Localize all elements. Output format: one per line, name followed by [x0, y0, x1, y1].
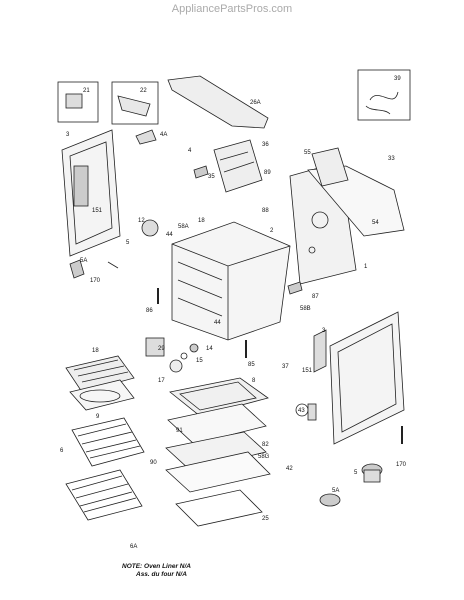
callout-29: 29: [158, 346, 165, 352]
part-18-broil-pan[interactable]: 18 9: [65, 348, 135, 420]
callout-85: 85: [248, 362, 255, 368]
part-6-oven-rack[interactable]: 6: [60, 417, 145, 467]
callout-33: 33: [388, 156, 395, 162]
part-29[interactable]: 29: [145, 337, 165, 357]
note-line-2: Ass. du four N/A: [136, 571, 187, 578]
callout-22: 22: [140, 88, 147, 94]
part-3-left-panel[interactable]: 3 151: [61, 129, 121, 257]
callout-151b: 151: [302, 368, 313, 374]
callout-87: 87: [312, 294, 319, 300]
part-5-leveler-legs[interactable]: 5 5A 170: [319, 426, 407, 507]
callout-6: 6: [60, 448, 64, 454]
part-42[interactable]: 42: [165, 451, 293, 493]
part-4A[interactable]: 4A: [135, 129, 167, 145]
callout-58A: 58A: [178, 224, 189, 230]
callout-2: 2: [270, 228, 274, 234]
callout-14: 14: [206, 346, 213, 352]
callout-170b: 170: [396, 462, 407, 468]
callout-39: 39: [394, 76, 401, 82]
part-oven-cavity[interactable]: 18 2 58A 44 44: [166, 218, 291, 341]
callout-5b: 5: [354, 470, 358, 476]
inset-part-22[interactable]: 22: [111, 81, 159, 125]
part-8-door-frame[interactable]: 8: [169, 377, 269, 417]
callout-55: 55: [304, 150, 311, 156]
part-rear-panel[interactable]: 55 33 54 1 89 88: [262, 147, 405, 285]
inset-part-39[interactable]: 39: [357, 69, 411, 121]
callout-9: 9: [96, 414, 100, 420]
callout-4: 4: [188, 148, 192, 154]
callout-26A: 26A: [250, 100, 261, 106]
callout-21: 21: [83, 88, 90, 94]
callout-15: 15: [196, 358, 203, 364]
part-26A[interactable]: 26A: [167, 75, 269, 129]
callout-4A: 4A: [160, 132, 167, 138]
callout-6A: 6A: [130, 544, 137, 550]
part-14[interactable]: 14: [189, 343, 213, 353]
part-5A-leveler[interactable]: 5A 170: [69, 258, 119, 284]
part-43[interactable]: 43: [295, 403, 317, 421]
callout-82: 82: [262, 442, 269, 448]
part-15[interactable]: 15: [180, 352, 203, 364]
callout-88: 88: [262, 208, 269, 214]
callout-5A: 5A: [80, 258, 87, 264]
inset-part-21[interactable]: 21: [57, 81, 99, 123]
callout-25: 25: [262, 516, 269, 522]
callout-89: 89: [264, 170, 271, 176]
note-line-1: NOTE: Oven Liner N/A: [122, 563, 191, 570]
part-85[interactable]: 85: [245, 340, 255, 368]
part-6A-oven-rack[interactable]: 6A: [65, 469, 143, 550]
callout-8: 8: [252, 378, 256, 384]
part-3-right-door[interactable]: 3 151 37: [282, 311, 405, 445]
callout-5Ab: 5A: [332, 488, 339, 494]
part-87[interactable]: 87 58B: [287, 281, 319, 312]
callout-37: 37: [282, 364, 289, 370]
part-58G[interactable]: 58G 90: [150, 431, 270, 471]
callout-44b: 44: [214, 320, 221, 326]
callout-36: 36: [262, 142, 269, 148]
callout-54: 54: [372, 220, 379, 226]
callout-3a: 3: [66, 132, 70, 138]
callout-58B: 58B: [300, 306, 311, 312]
callout-18b: 18: [92, 348, 99, 354]
callout-5: 5: [126, 240, 130, 246]
callout-151a: 151: [92, 208, 103, 214]
callout-42: 42: [286, 466, 293, 472]
callout-170a: 170: [90, 278, 101, 284]
site-watermark: AppliancePartsPros.com: [171, 3, 293, 15]
part-25[interactable]: 25: [175, 489, 269, 527]
part-86[interactable]: 86: [146, 288, 159, 314]
callout-90: 90: [150, 460, 157, 466]
callout-17: 17: [158, 378, 165, 384]
callout-12: 12: [138, 218, 145, 224]
callout-58G: 58G: [258, 454, 270, 460]
diagram-note: NOTE: Oven Liner N/A Ass. du four N/A: [122, 563, 191, 579]
callout-3b: 3: [322, 328, 326, 334]
part-17[interactable]: 17: [158, 359, 183, 384]
callout-86: 86: [146, 308, 153, 314]
callout-43: 43: [298, 408, 305, 414]
callout-18a: 18: [198, 218, 205, 224]
callout-1: 1: [364, 264, 368, 270]
part-82[interactable]: 82 91: [167, 403, 269, 448]
part-36-vent[interactable]: 36 4 35: [188, 139, 269, 193]
part-12-thermostat[interactable]: 12 5: [126, 218, 159, 246]
callout-35: 35: [208, 174, 215, 180]
callout-91: 91: [176, 428, 183, 434]
callout-44a: 44: [166, 232, 173, 238]
